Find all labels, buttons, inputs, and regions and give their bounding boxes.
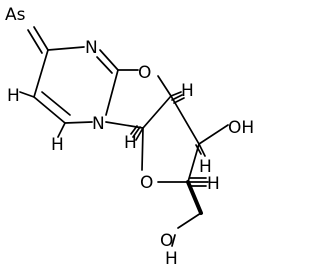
- bond-c4-ch2-wedge: [186, 180, 203, 215]
- atom-h-c4a: H: [124, 133, 137, 153]
- atom-oh: OH: [228, 118, 254, 138]
- molecule-canvas: As N O N O OH O H H H H H H H: [5, 5, 254, 269]
- bond-c6-c5-double: [41, 91, 71, 116]
- bond-n1-c6: [64, 121, 93, 124]
- bond-c-as-1: [33, 26, 49, 51]
- bond-ch2-o: [177, 212, 202, 229]
- bond-c3-c4: [187, 143, 200, 183]
- furanose-ring: [141, 95, 200, 183]
- atom-n-top: N: [85, 38, 98, 58]
- bond-n-c2: [99, 49, 119, 71]
- atom-o-ring-top: O: [138, 63, 151, 83]
- atom-h-c2a: H: [181, 81, 194, 101]
- bond-c5-c4: [33, 49, 49, 98]
- atom-n-bottom: N: [92, 114, 105, 134]
- bond-h-c3-hash: [195, 143, 206, 157]
- bond-h-c4a-hash: [130, 125, 144, 141]
- bond-o-c4a: [141, 127, 144, 171]
- bond-c6-c5: [33, 96, 66, 124]
- bond-h-c6: [57, 122, 66, 138]
- structure-diagram: As N O N O OH O H H H H H H H: [5, 5, 254, 269]
- bond-c4a-n1: [105, 121, 144, 129]
- atom-labels: As N O N O OH O H H H H H H H: [5, 5, 254, 269]
- bond-h-c4-hash: [187, 177, 209, 187]
- bond-c3-oh: [198, 124, 229, 145]
- bond-n-c2-double: [96, 56, 113, 74]
- bond-c-n: [47, 46, 85, 51]
- bond-c2a-c4a: [142, 95, 172, 129]
- atom-h-lower: H: [165, 249, 178, 269]
- atom-o-lower: O: [160, 231, 173, 251]
- pyrimidine-ring: [27, 26, 119, 124]
- atom-h-c6: H: [51, 135, 64, 155]
- bond-h-c2a-hash: [170, 91, 185, 104]
- bond-h-c5: [19, 91, 35, 98]
- bond-c2-n1: [105, 69, 119, 116]
- atom-as: As: [5, 5, 26, 25]
- substituent-bonds: [19, 91, 229, 247]
- bond-o-h-lower: [171, 234, 176, 247]
- bond-c-as-2: [27, 29, 43, 54]
- bond-o-c2a: [157, 75, 172, 97]
- atom-h-c3: H: [199, 157, 212, 177]
- atom-h-c5: H: [7, 86, 20, 106]
- atom-o-ring-bottom: O: [140, 173, 153, 193]
- bond-c2a-c3: [170, 95, 200, 145]
- atom-h-c5b: H: [207, 174, 220, 194]
